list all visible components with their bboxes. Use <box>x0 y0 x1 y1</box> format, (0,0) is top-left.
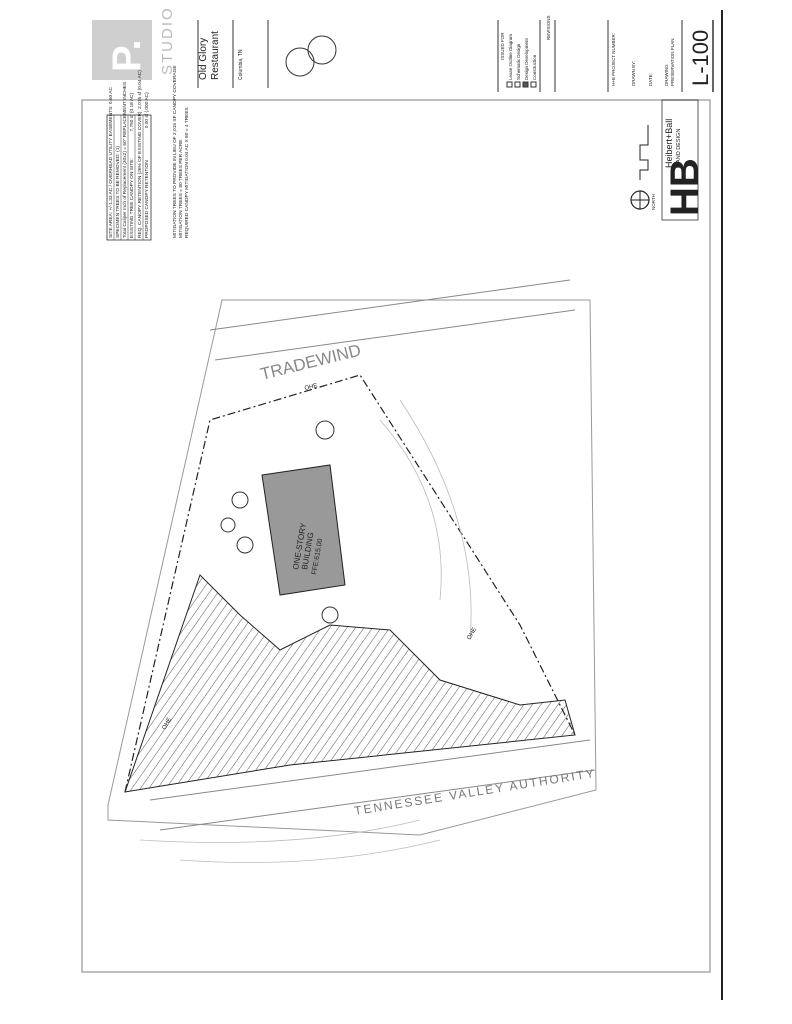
revisions-label: REVISIONS <box>546 15 551 40</box>
canopy-table: SITE AREA: +/-1.33 AC / OVERHEAD UTILITY… <box>106 70 152 241</box>
table-row: REQ. CANOPY RETENTION (26% OF EXISTING C… <box>137 70 143 238</box>
ohe-label: OHE <box>467 627 479 641</box>
project-location: Columbia, TN <box>238 49 244 80</box>
table-row: SITE AREA: +/-1.33 AC / OVERHEAD UTILITY… <box>108 87 114 238</box>
checkbox-schematic-design[interactable] <box>514 81 521 88</box>
firm-logo-mark: HB <box>663 158 707 216</box>
drawing-frame <box>81 99 711 973</box>
tree <box>220 517 236 533</box>
title-block: P. STUDIO Old Glory Restaurant Columbia,… <box>92 6 723 1000</box>
table-row: Total Caliper Inch of Replacement (30x2)… <box>122 82 128 238</box>
note: MITIGATION TREES = 80 TREES PER ACRE <box>178 140 184 239</box>
property-line <box>124 374 576 793</box>
issued-for-item: Construction <box>532 54 537 80</box>
overall-boundary <box>107 299 597 836</box>
tree <box>321 606 339 624</box>
date-label: DATE: <box>648 73 653 86</box>
studio-name: STUDIO <box>159 6 176 75</box>
project-name-1: Old Glory <box>198 38 209 80</box>
tree <box>231 491 249 509</box>
tree <box>236 536 254 554</box>
issued-for-item: Design Development <box>524 37 529 80</box>
firm-subtitle: LAND DESIGN <box>676 129 682 166</box>
issued-for-item: Schematic Design <box>516 43 521 80</box>
scale-bar <box>639 125 649 180</box>
site-plan: TRADEWIND TENNESSEE VALLEY AUTHORITY ONE… <box>107 279 597 863</box>
contours <box>139 399 472 863</box>
drawn-by-label: DRAWN BY: <box>631 61 636 86</box>
hatched-area <box>124 574 576 793</box>
drawing-label: DRAWING <box>664 64 669 86</box>
project-number-label: H+B PROJECT NUMBER: <box>611 33 616 86</box>
tva-line <box>149 739 596 831</box>
building <box>261 464 346 596</box>
road-tradewind <box>209 279 576 361</box>
ohe-label: OHE <box>162 717 174 731</box>
note: MITIGATION TREES TO PROVIDE IN LIEU OF 2… <box>172 65 178 238</box>
tree <box>315 420 335 440</box>
issued-for-label: ISSUED FOR <box>500 32 505 60</box>
studio-logo <box>92 20 152 80</box>
issued-for-item: Lease Outline Diagram <box>508 34 513 80</box>
firm-name: Heibert+Ball <box>664 119 674 168</box>
ohe-label: OHE <box>304 383 318 392</box>
checkbox-construction[interactable] <box>530 81 537 88</box>
table-row: SPECIMEN TREES TO BE REMOVED: (1) <box>115 146 121 238</box>
tva-label: TENNESSEE VALLEY AUTHORITY <box>353 766 596 818</box>
note: REQUIRED CANOPY MITIGATION 0.04 AC X 80 … <box>184 107 190 238</box>
seal-1 <box>285 47 315 77</box>
north-arrow: NORTH <box>630 190 656 210</box>
sheet-number: L-100 <box>688 30 713 86</box>
firm-logo: HB Heibert+Ball LAND DESIGN <box>661 99 707 221</box>
checkbox-lease-outline[interactable] <box>506 81 513 88</box>
table-row: EXISTING TREE CANOPY ON SITE: 7,750 sf (… <box>129 92 135 238</box>
drawing-title: PRESERVATION PLAN <box>670 38 675 86</box>
project-name-2: Restaurant <box>210 31 221 80</box>
studio-logo-text: P. <box>105 39 149 72</box>
checkbox-design-development[interactable] <box>522 81 529 88</box>
issued-for-list: Lease Outline Diagram Schematic Design D… <box>506 34 537 88</box>
mitigation-notes: MITIGATION TREES TO PROVIDE IN LIEU OF 2… <box>172 65 190 238</box>
table-row: PROPOSED CANOPY RETENTION 0.00 sf (.000 … <box>144 92 150 238</box>
seal-2 <box>307 35 337 65</box>
north-label: NORTH <box>651 194 656 210</box>
